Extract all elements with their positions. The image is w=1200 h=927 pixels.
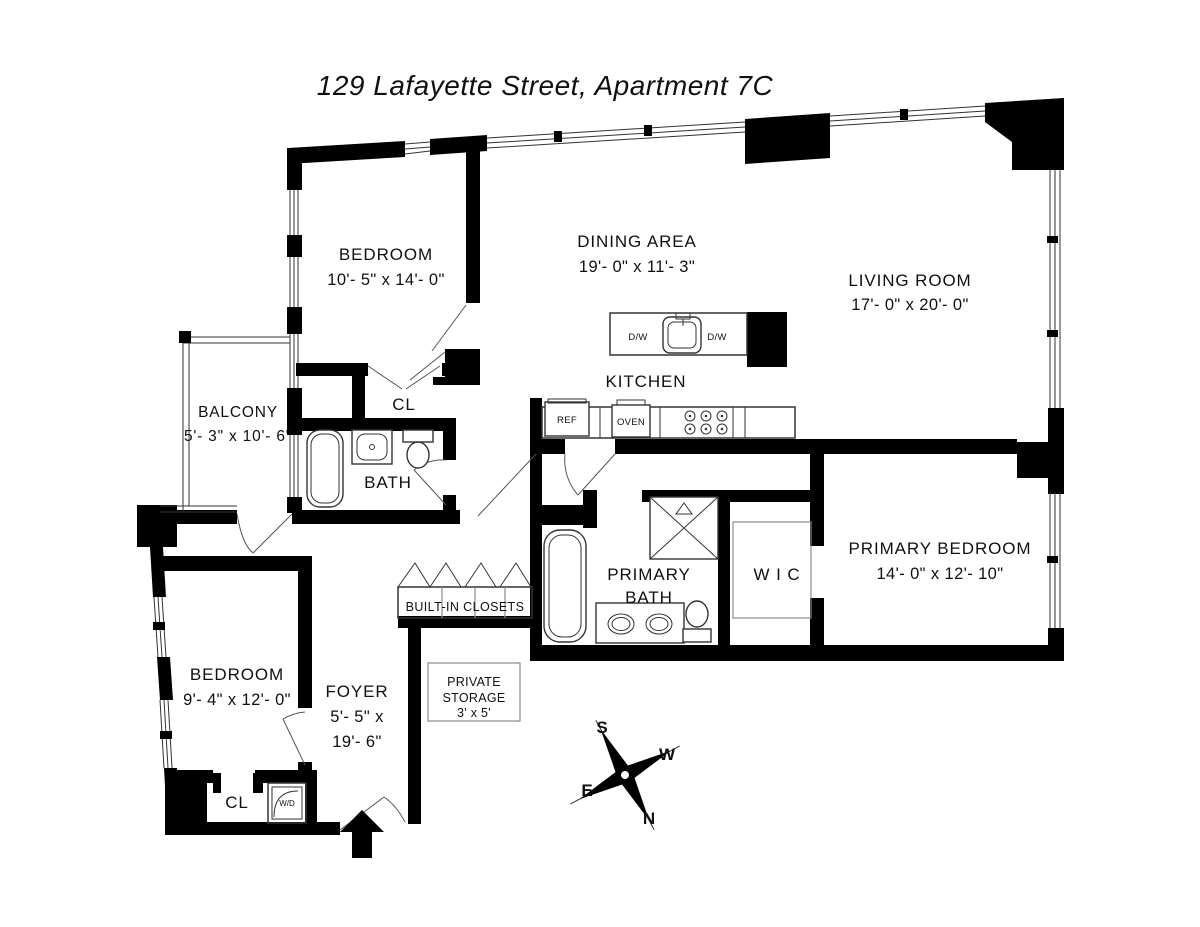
plan-title: 129 Lafayette Street, Apartment 7C: [317, 70, 774, 101]
room-labels: BEDROOM 10'- 5" x 14'- 0" DINING AREA 19…: [183, 232, 1032, 812]
living-dims: 17'- 0" x 20'- 0": [851, 296, 968, 314]
bedroom-lower-dims: 9'- 4" x 12'- 0": [183, 691, 291, 709]
bath-label: BATH: [364, 473, 412, 492]
bathtub: [306, 429, 344, 508]
washer-dryer-unit: [267, 782, 307, 824]
wic-closet: [732, 521, 812, 619]
entry-arrow: [340, 810, 384, 858]
primary-bath-label-1: PRIMARY: [607, 565, 690, 584]
private-storage-line1: PRIVATE: [447, 675, 501, 689]
closet-upper-label: CL: [392, 395, 416, 414]
foyer-label: FOYER: [325, 682, 388, 701]
primary-toilet-tank: [682, 628, 712, 643]
compass-rose: S W E N: [570, 718, 680, 830]
primary-tub: [543, 529, 587, 643]
interior-walls: [152, 149, 1017, 823]
primary-bedroom-label: PRIMARY BEDROOM: [849, 539, 1032, 558]
balcony-dims: 5'- 3" x 10'- 6": [184, 428, 292, 445]
dw-left-label: D/W: [628, 332, 647, 343]
primary-bath-label-2: BATH: [625, 588, 673, 607]
built-in-closets: [397, 562, 533, 619]
closet-lower-label: CL: [225, 793, 249, 812]
primary-bedroom-dims: 14'- 0" x 12'- 10": [876, 565, 1003, 583]
dining-label: DINING AREA: [577, 232, 696, 251]
toilet-tank: [402, 429, 434, 443]
foyer-dims-1: 5'- 5" x: [330, 708, 384, 726]
kitchen-label: KITCHEN: [606, 372, 687, 391]
private-storage-line3: 3' x 5': [457, 706, 491, 720]
balcony-label: BALCONY: [198, 404, 278, 421]
compass-north: N: [643, 809, 655, 828]
ref-label: REF: [557, 415, 577, 426]
compass-south: S: [596, 718, 607, 737]
oven: [611, 404, 651, 438]
exterior-walls: [137, 98, 1064, 835]
compass-west: W: [659, 745, 676, 764]
door-swings: [236, 304, 616, 831]
bedroom-top-dims: 10'- 5" x 14'- 0": [327, 271, 444, 289]
living-label: LIVING ROOM: [848, 271, 971, 290]
private-storage-box: [427, 662, 521, 722]
bedroom-top-label: BEDROOM: [339, 245, 433, 264]
primary-bath-fixtures: [543, 496, 719, 644]
foyer-dims-2: 19'- 6": [332, 733, 381, 751]
balcony-rails: [160, 331, 290, 513]
kitchen-fixtures: [541, 312, 796, 439]
wd-label: W/D: [279, 799, 295, 808]
bedroom-lower-label: BEDROOM: [190, 665, 284, 684]
toilet-bowl: [406, 441, 430, 469]
built-in-closets-label: BUILT-IN CLOSETS: [406, 600, 525, 614]
private-storage-line2: STORAGE: [443, 691, 506, 705]
oven-label: OVEN: [617, 417, 645, 428]
primary-toilet-bowl: [685, 600, 709, 628]
dining-dims: 19'- 0" x 11'- 3": [579, 258, 695, 276]
bath-sink: [351, 429, 393, 465]
dw-right-label: D/W: [707, 332, 726, 343]
compass-east: E: [581, 781, 592, 800]
bath-fixtures: [306, 429, 434, 508]
refrigerator: [544, 401, 590, 437]
kitchen-counter: [541, 406, 796, 439]
double-vanity: [595, 602, 685, 644]
appliance-labels: REF OVEN D/W D/W W/D: [279, 332, 726, 808]
wic-label: W I C: [754, 565, 801, 584]
cooktop-burners: [684, 410, 728, 435]
